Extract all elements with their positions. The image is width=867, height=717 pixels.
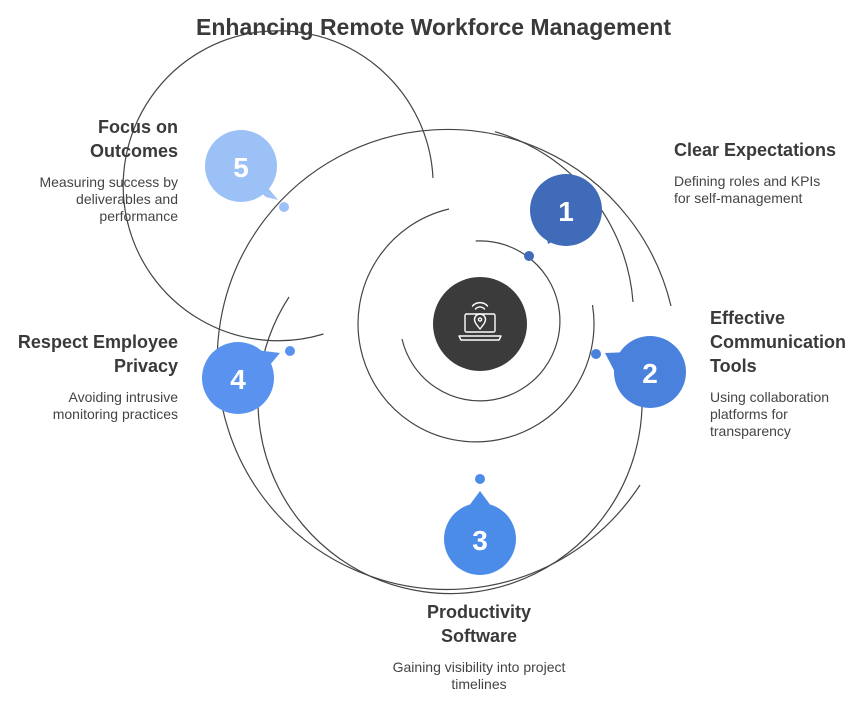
- ring-3: [122, 30, 434, 342]
- ring-2: [357, 208, 595, 443]
- step-2-title: Effective Communication Tools: [710, 308, 847, 376]
- step-4-text: Respect Employee Privacy Avoiding intrus…: [4, 330, 178, 423]
- ring-4b: [257, 296, 643, 595]
- step-number-1: 1: [558, 196, 574, 227]
- badge-circle-4: [202, 342, 274, 414]
- connector-dot-1: [524, 251, 534, 261]
- step-number-4: 4: [230, 364, 246, 395]
- step-4-title: Respect Employee Privacy: [17, 332, 178, 376]
- badge-circle-2: [614, 336, 686, 408]
- step-1-title: Clear Expectations: [674, 140, 837, 160]
- step-5-description: Measuring success by deliverables and pe…: [39, 174, 178, 224]
- step-1-description: Defining roles and KPIs for self-managem…: [674, 173, 821, 206]
- step-number-5: 5: [233, 152, 249, 183]
- connector-dot-4: [285, 346, 295, 356]
- step-badge-3: 3: [444, 474, 516, 575]
- connector-dot-3: [475, 474, 485, 484]
- laptop-location-icon: [458, 301, 502, 341]
- center-hub: [433, 277, 527, 371]
- step-2-description: Using collaboration platforms for transp…: [710, 389, 830, 439]
- step-3-title: Productivity Software: [426, 602, 532, 646]
- step-number-3: 3: [472, 525, 488, 556]
- connector-dot-5: [279, 202, 289, 212]
- ring-5: [216, 128, 672, 591]
- badge-circle-1: [530, 174, 602, 246]
- step-4-description: Avoiding intrusive monitoring practices: [52, 389, 178, 422]
- step-number-2: 2: [642, 358, 658, 389]
- step-5-text: Focus on Outcomes Measuring success by d…: [4, 115, 178, 225]
- step-3-text: Productivity Software Gaining visibility…: [364, 600, 594, 693]
- center-circle: [433, 277, 527, 371]
- step-badge-2: 2: [591, 336, 686, 408]
- rings: [122, 30, 672, 595]
- step-badge-1: 1: [524, 174, 602, 261]
- connector-dot-2: [591, 349, 601, 359]
- step-1-text: Clear Expectations Defining roles and KP…: [674, 138, 859, 207]
- step-5-title: Focus on Outcomes: [89, 117, 178, 161]
- badge-circle-5: [205, 130, 277, 202]
- step-badge-5: 5: [205, 130, 289, 212]
- badge-circle-3: [444, 503, 516, 575]
- diagram-title: Enhancing Remote Workforce Management: [196, 14, 671, 40]
- step-2-text: Effective Communication Tools Using coll…: [710, 306, 865, 440]
- step-3-description: Gaining visibility into project timeline…: [392, 659, 566, 692]
- step-badge-4: 4: [202, 342, 295, 414]
